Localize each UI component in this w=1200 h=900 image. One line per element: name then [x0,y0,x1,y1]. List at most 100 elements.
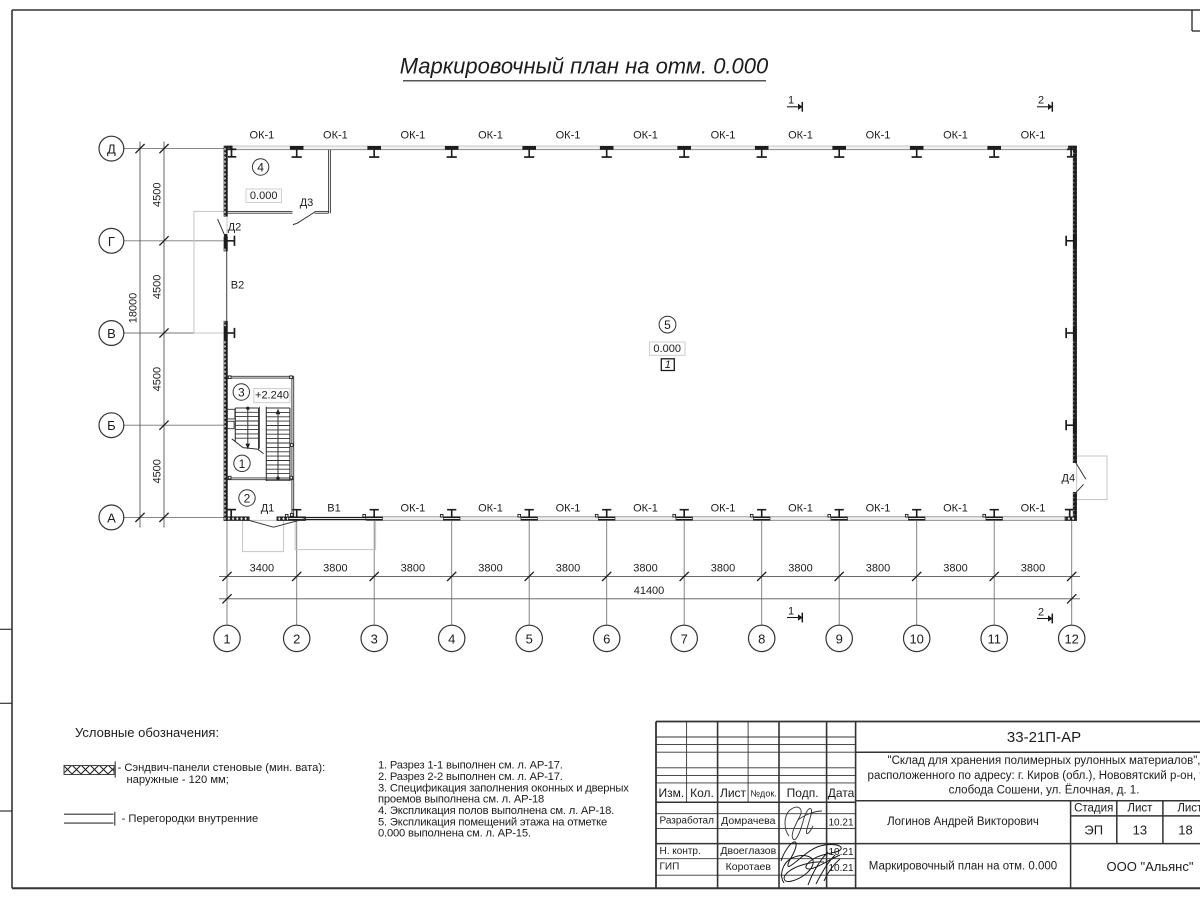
svg-text:Кол.: Кол. [690,786,714,800]
svg-text:13: 13 [1133,823,1147,838]
svg-text:2: 2 [1038,95,1044,107]
svg-text:4: 4 [257,161,264,175]
svg-text:33-21П-АР: 33-21П-АР [1007,729,1081,746]
svg-text:5: 5 [664,318,671,332]
svg-text:2: 2 [293,632,300,647]
svg-text:9: 9 [836,632,843,647]
svg-text:ОК-1: ОК-1 [633,129,658,141]
svg-text:Маркировочный план на отм. 0.0: Маркировочный план на отм. 0.000 [869,861,1057,873]
svg-text:ОК-1: ОК-1 [943,129,968,141]
svg-text:Двоеглазов: Двоеглазов [720,845,776,857]
svg-text:1: 1 [665,359,671,371]
svg-text:ОК-1: ОК-1 [788,502,813,514]
svg-text:ЭП: ЭП [1084,823,1103,838]
svg-text:Д3: Д3 [300,197,314,209]
svg-text:3: 3 [371,632,378,647]
svg-text:+2.240: +2.240 [255,390,289,402]
svg-text:наружные - 120 мм;: наружные - 120 мм; [127,774,229,786]
svg-text:- Сэндвич-панели стеновые (мин: - Сэндвич-панели стеновые (мин. вата): [118,762,326,774]
svg-text:4500: 4500 [151,367,163,391]
svg-text:"Склад для хранения полимерных: "Склад для хранения полимерных рулонных … [888,755,1200,767]
svg-text:0.000: 0.000 [250,190,278,202]
svg-text:Д1: Д1 [261,503,275,515]
svg-text:18000: 18000 [127,293,139,324]
svg-text:ОК-1: ОК-1 [478,502,503,514]
svg-text:1: 1 [788,605,794,617]
svg-text:1: 1 [239,457,246,471]
svg-text:4500: 4500 [151,459,163,483]
svg-text:0.000: 0.000 [653,343,681,355]
svg-text:5: 5 [526,632,533,647]
svg-text:12: 12 [1064,632,1078,647]
svg-text:4500: 4500 [151,275,163,299]
svg-text:Разработал: Разработал [660,815,715,827]
svg-text:4500: 4500 [151,182,163,206]
svg-text:- Перегородки внутренние: - Перегородки внутренние [122,813,259,825]
svg-text:ОК-1: ОК-1 [556,129,581,141]
svg-text:Изм.: Изм. [658,786,684,800]
svg-text:Лист: Лист [720,786,747,800]
svg-text:ОК-1: ОК-1 [1021,129,1046,141]
svg-text:4: 4 [448,632,455,647]
svg-text:Стадия: Стадия [1074,802,1113,814]
svg-text:18: 18 [1178,823,1192,838]
svg-text:11: 11 [987,632,1001,647]
svg-text:ГИП: ГИП [660,862,680,873]
svg-text:ООО "Альянс": ООО "Альянс" [1107,859,1194,874]
svg-text:ОК-1: ОК-1 [250,129,275,141]
svg-text:Листов: Листов [1177,802,1200,814]
svg-text:10.21: 10.21 [828,847,853,858]
svg-text:Логинов Андрей Викторович: Логинов Андрей Викторович [887,816,1039,828]
svg-text:5. Экспликация помещений этажа: 5. Экспликация помещений этажа на отметк… [378,816,607,828]
svg-text:А: А [107,510,116,525]
svg-text:Лист: Лист [1127,802,1153,814]
svg-text:ОК-1: ОК-1 [633,502,658,514]
svg-text:1: 1 [223,632,230,647]
svg-text:Б: Б [107,418,116,433]
svg-text:Дата: Дата [828,786,855,800]
svg-text:3800: 3800 [866,563,890,575]
svg-text:Маркировочный план на отм. 0.0: Маркировочный план на отм. 0.000 [400,54,769,79]
svg-text:ОК-1: ОК-1 [788,129,813,141]
svg-text:3. Спецификация заполнения око: 3. Спецификация заполнения оконных и две… [378,783,629,795]
svg-text:Д: Д [107,142,116,157]
svg-text:В: В [107,326,116,341]
svg-text:6: 6 [603,632,610,647]
svg-text:3800: 3800 [788,563,812,575]
svg-text:10.21: 10.21 [828,863,853,874]
svg-text:ОК-1: ОК-1 [711,502,736,514]
svg-text:8: 8 [758,632,765,647]
svg-text:Коротаев: Коротаев [726,861,772,873]
svg-text:ОК-1: ОК-1 [323,129,348,141]
svg-text:3800: 3800 [478,563,502,575]
svg-text:ОК-1: ОК-1 [401,129,426,141]
svg-text:10: 10 [909,632,923,647]
svg-text:ОК-1: ОК-1 [866,129,891,141]
svg-text:2: 2 [244,492,251,506]
svg-text:Домрачева: Домрачева [721,815,776,827]
svg-text:3800: 3800 [323,563,347,575]
svg-text:2. Разрез 2-2 выполнен см. л.: 2. Разрез 2-2 выполнен см. л. АР-17. [378,771,563,783]
svg-text:3800: 3800 [711,563,735,575]
svg-text:ОК-1: ОК-1 [556,502,581,514]
svg-text:Д2: Д2 [228,221,242,233]
svg-text:расположенного по адресу: г. К: расположенного по адресу: г. Киров (обл.… [868,770,1200,782]
svg-text:7: 7 [681,632,688,647]
svg-text:Д4: Д4 [1062,473,1076,485]
svg-text:ОК-1: ОК-1 [401,502,426,514]
svg-text:Подп.: Подп. [787,786,819,800]
svg-text:3800: 3800 [633,563,657,575]
svg-text:Н. контр.: Н. контр. [660,846,701,857]
svg-text:1: 1 [788,95,794,107]
svg-text:№док.: №док. [750,789,776,799]
svg-text:3400: 3400 [250,563,274,575]
svg-text:ОК-1: ОК-1 [866,502,891,514]
svg-text:ОК-1: ОК-1 [478,129,503,141]
svg-text:ОК-1: ОК-1 [943,502,968,514]
svg-text:ОК-1: ОК-1 [711,129,736,141]
svg-text:3800: 3800 [556,563,580,575]
svg-text:3800: 3800 [1021,563,1045,575]
svg-text:41400: 41400 [634,585,665,597]
svg-text:0.000 выполнена см. л. АР-15.: 0.000 выполнена см. л. АР-15. [378,828,531,840]
svg-text:1. Разрез 1-1 выполнен см. л.: 1. Разрез 1-1 выполнен см. л. АР-17. [378,759,563,771]
